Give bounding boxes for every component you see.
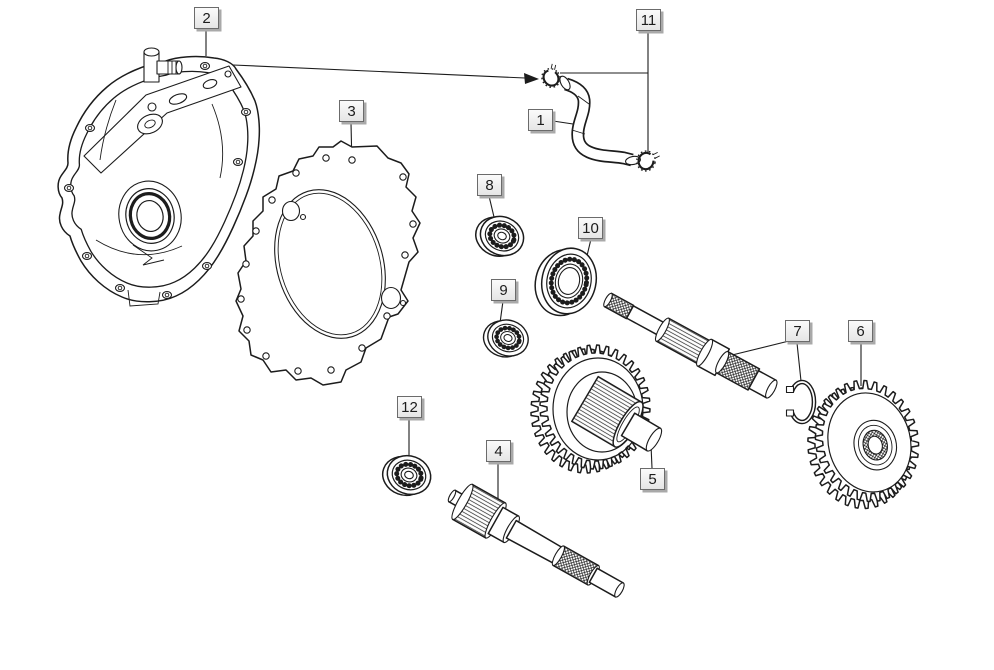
callout-9: 9 — [491, 279, 516, 301]
leader-9 — [499, 300, 504, 324]
callout-5-number: 5 — [648, 470, 657, 488]
part-output-shaft — [603, 292, 778, 399]
gasket-bolt-holes — [237, 154, 417, 375]
callout-10-number: 10 — [582, 219, 599, 237]
callout-8-number: 8 — [485, 176, 494, 194]
callout-8: 8 — [477, 174, 502, 196]
circlip-ear — [785, 409, 795, 417]
part-drive-shaft — [447, 483, 625, 598]
part-driven-gear — [807, 379, 920, 510]
cover-ribs — [95, 99, 224, 307]
cover-mounting-flange — [83, 65, 242, 174]
callout-12: 12 — [397, 396, 422, 418]
part-bearing-10 — [534, 247, 598, 317]
cover-boss — [137, 113, 163, 135]
callout-6: 6 — [848, 320, 873, 342]
callout-3-number: 3 — [347, 102, 356, 120]
circlip-ear — [785, 385, 795, 394]
part-circlip — [785, 379, 817, 425]
leader-7-to-shaft — [727, 340, 790, 357]
part-gear-cluster — [530, 344, 663, 474]
gasket-large-holes — [281, 200, 407, 310]
gasket-opening — [274, 189, 386, 339]
part-hose-clip-upper — [541, 63, 561, 88]
callout-7: 7 — [785, 320, 810, 342]
leader-8 — [488, 195, 495, 218]
callout-10: 10 — [578, 217, 603, 239]
hose-segment-lines — [571, 95, 590, 135]
part-bearing-12 — [377, 448, 436, 502]
callout-4-number: 4 — [494, 442, 503, 460]
part-cover-gasket — [235, 140, 421, 386]
callout-6-number: 6 — [856, 322, 865, 340]
pointer-arrow-head — [524, 73, 539, 84]
callout-12-number: 12 — [401, 398, 418, 416]
callout-1: 1 — [528, 109, 553, 131]
callout-2: 2 — [194, 7, 219, 29]
part-bearing-8 — [470, 208, 530, 265]
cover-seal-bore — [118, 180, 182, 252]
callout-1-number: 1 — [536, 111, 545, 129]
callout-11: 11 — [636, 9, 661, 31]
part-breather-hose — [559, 75, 641, 167]
leader-7-to-circlip — [796, 342, 802, 382]
cover-breather-pipe — [143, 47, 183, 83]
callout-2-number: 2 — [202, 9, 211, 27]
callout-11-number: 11 — [640, 11, 657, 29]
pointer-arrow-line — [232, 64, 526, 79]
gear-cluster-pinion — [571, 375, 663, 452]
callout-7-number: 7 — [793, 322, 802, 340]
part-hose-clip-lower — [636, 150, 660, 172]
cover-boss-hole — [144, 119, 156, 129]
callout-4: 4 — [486, 440, 511, 462]
cover-bolt-bosses — [63, 61, 252, 300]
part-transmission-cover — [57, 47, 261, 307]
driven-gear-face — [827, 392, 912, 493]
callout-5: 5 — [640, 468, 665, 490]
gasket-opening-inner-edge — [277, 192, 383, 336]
callout-9-number: 9 — [499, 281, 508, 299]
callout-3: 3 — [339, 100, 364, 122]
hose-end-opening — [559, 75, 571, 91]
leader-lines — [205, 29, 862, 502]
leader-1 — [552, 120, 574, 125]
part-bearing-9 — [478, 313, 533, 364]
